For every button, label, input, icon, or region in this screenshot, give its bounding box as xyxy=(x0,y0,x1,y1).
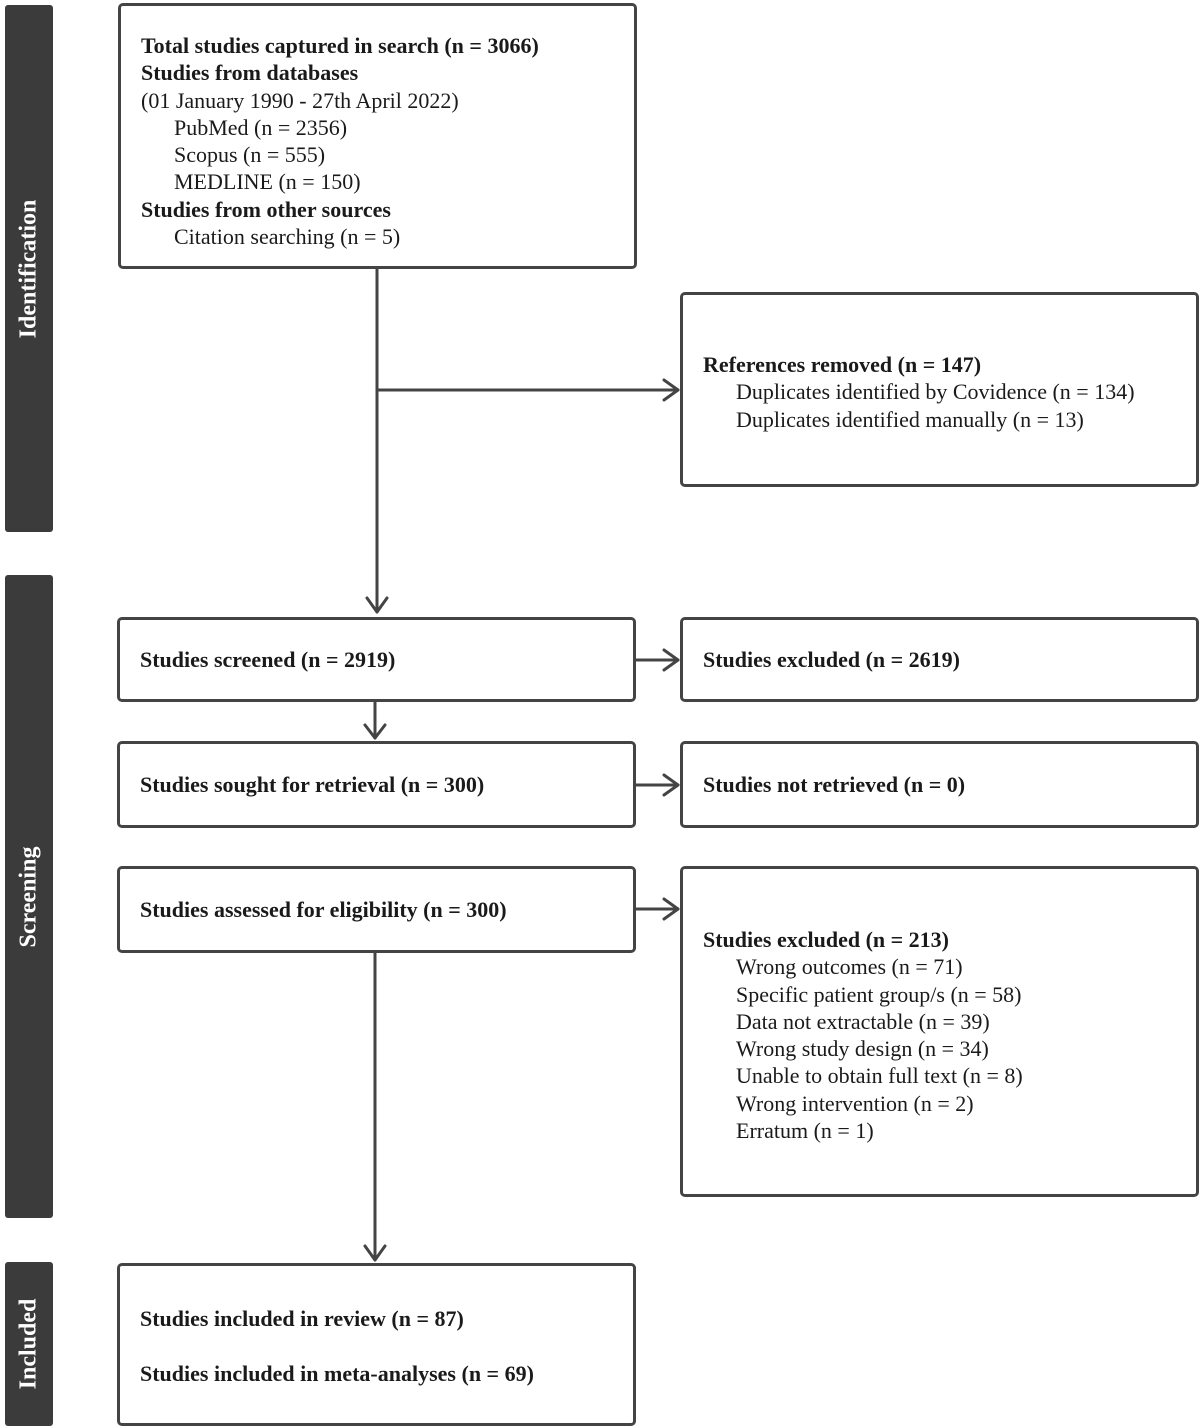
exclusion-reason: Wrong outcomes (n = 71) xyxy=(736,954,963,980)
databases-heading: Studies from databases xyxy=(141,60,359,86)
phase-bar-identification: Identification xyxy=(5,5,53,532)
pubmed-count: PubMed (n = 2356) xyxy=(174,114,348,140)
studies-excluded-screen-label: Studies excluded (n = 2619) xyxy=(703,646,961,672)
other-sources-heading: Studies from other sources xyxy=(141,196,391,222)
studies-excluded-full-box: Studies excluded (n = 213) Wrong outcome… xyxy=(680,866,1199,1197)
covidence-duplicates: Duplicates identified by Covidence (n = … xyxy=(736,379,1135,405)
exclusion-reason: Wrong study design (n = 34) xyxy=(736,1036,989,1062)
phase-bar-included: Included xyxy=(5,1262,53,1426)
medline-count: MEDLINE (n = 150) xyxy=(174,169,361,195)
studies-not-retrieved-box: Studies not retrieved (n = 0) xyxy=(680,741,1199,828)
citation-count: Citation searching (n = 5) xyxy=(174,224,401,250)
total-studies-label: Total studies captured in search (n = 30… xyxy=(141,33,539,58)
exclusion-reason: Data not extractable (n = 39) xyxy=(736,1008,990,1034)
studies-sought-label: Studies sought for retrieval (n = 300) xyxy=(140,771,485,797)
studies-sought-box: Studies sought for retrieval (n = 300) xyxy=(117,741,636,828)
phase-bar-screening: Screening xyxy=(5,575,53,1218)
references-removed-box: References removed (n = 147) Duplicates … xyxy=(680,292,1199,487)
studies-screened-label: Studies screened (n = 2919) xyxy=(140,646,396,672)
manual-duplicates: Duplicates identified manually (n = 13) xyxy=(736,406,1084,432)
studies-assessed-box: Studies assessed for eligibility (n = 30… xyxy=(117,866,636,953)
excluded-full-heading: Studies excluded (n = 213) xyxy=(703,927,950,952)
search-results-box: Total studies captured in search (n = 30… xyxy=(118,3,637,269)
date-range: (01 January 1990 - 27th April 2022) xyxy=(141,87,459,113)
exclusion-reason: Unable to obtain full text (n = 8) xyxy=(736,1063,1023,1089)
scopus-count: Scopus (n = 555) xyxy=(174,142,326,168)
exclusion-reason: Erratum (n = 1) xyxy=(736,1118,874,1144)
included-meta-label: Studies included in meta-analyses (n = 6… xyxy=(140,1361,534,1387)
included-review-label: Studies included in review (n = 87) xyxy=(140,1306,464,1331)
studies-assessed-label: Studies assessed for eligibility (n = 30… xyxy=(140,896,507,922)
exclusion-reason: Specific patient group/s (n = 58) xyxy=(736,981,1022,1007)
removed-heading: References removed (n = 147) xyxy=(703,352,982,377)
studies-not-retrieved-label: Studies not retrieved (n = 0) xyxy=(703,771,966,797)
studies-excluded-screen-box: Studies excluded (n = 2619) xyxy=(680,617,1199,702)
studies-included-box: Studies included in review (n = 87) Stud… xyxy=(117,1263,636,1426)
studies-screened-box: Studies screened (n = 2919) xyxy=(117,617,636,702)
exclusion-reason: Wrong intervention (n = 2) xyxy=(736,1090,974,1116)
